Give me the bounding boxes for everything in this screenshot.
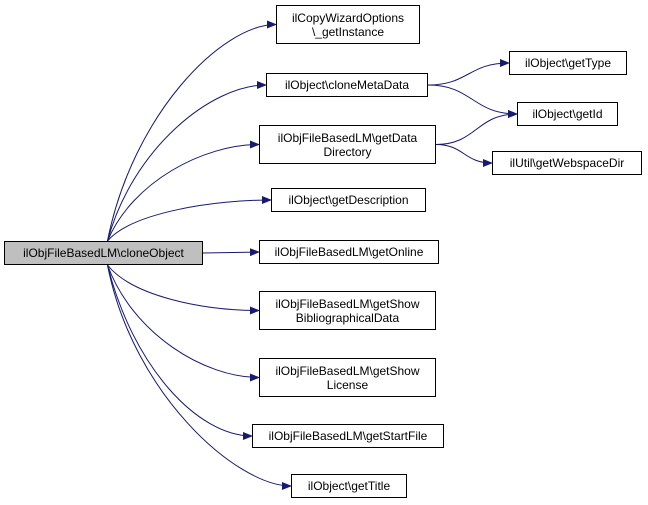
node-label: ilObjFileBasedLM\getStartFile xyxy=(268,429,428,443)
node-get-show-bibliographical-data[interactable]: ilObjFileBasedLM\getShow Bibliographical… xyxy=(259,291,436,330)
edge-clone-object-to-get-show-license xyxy=(107,264,260,382)
edge-clone-object-to-get-online xyxy=(202,248,260,257)
node-label: ilObjFileBasedLM\getShow Bibliographical… xyxy=(275,296,420,325)
edge-clone-object-to-clone-meta-data xyxy=(106,81,267,242)
edge-get-data-directory-to-get-id xyxy=(435,110,518,145)
node-get-id[interactable]: ilObject\getId xyxy=(517,102,618,126)
node-label: ilObjFileBasedLM\cloneObject xyxy=(23,246,184,260)
node-get-instance[interactable]: ilCopyWizardOptions \_getInstance xyxy=(276,5,420,44)
edge-clone-object-to-get-start-file xyxy=(106,264,253,440)
node-label: ilObjFileBasedLM\getShow License xyxy=(275,363,420,392)
node-get-type[interactable]: ilObject\getType xyxy=(509,51,627,75)
node-get-show-license[interactable]: ilObjFileBasedLM\getShow License xyxy=(259,358,436,397)
node-label: ilUtil\getWebspaceDir xyxy=(509,156,625,170)
node-label: ilCopyWizardOptions \_getInstance xyxy=(291,10,405,39)
node-get-data-directory[interactable]: ilObjFileBasedLM\getData Directory xyxy=(259,125,436,164)
node-get-webspace-dir[interactable]: ilUtil\getWebspaceDir xyxy=(492,151,642,175)
node-label: ilObject\getType xyxy=(524,56,612,70)
edge-clone-object-to-get-data-directory xyxy=(107,140,260,242)
node-label: ilObject\getTitle xyxy=(307,479,391,493)
node-get-title[interactable]: ilObject\getTitle xyxy=(291,474,407,498)
node-label: ilObjFileBasedLM\getData Directory xyxy=(277,130,418,159)
edge-clone-object-to-get-instance xyxy=(106,20,277,242)
node-get-online[interactable]: ilObjFileBasedLM\getOnline xyxy=(259,240,439,264)
edge-clone-object-to-get-title xyxy=(106,264,292,490)
node-label: ilObject\getDescription xyxy=(288,193,409,207)
node-label: ilObject\getId xyxy=(532,107,603,121)
node-clone-meta-data[interactable]: ilObject\cloneMetaData xyxy=(266,73,428,97)
node-get-start-file[interactable]: ilObjFileBasedLM\getStartFile xyxy=(252,424,444,448)
edge-clone-object-to-get-description xyxy=(107,196,272,242)
edge-clone-meta-data-to-get-id xyxy=(427,84,518,118)
edge-get-data-directory-to-get-webspace-dir xyxy=(435,144,493,167)
edge-clone-object-to-get-show-bib xyxy=(107,264,260,315)
node-label: ilObject\cloneMetaData xyxy=(284,78,410,92)
node-clone-object: ilObjFileBasedLM\cloneObject xyxy=(4,241,203,265)
node-label: ilObjFileBasedLM\getOnline xyxy=(274,245,424,259)
node-get-description[interactable]: ilObject\getDescription xyxy=(271,188,426,212)
edge-clone-meta-data-to-get-type xyxy=(427,59,510,86)
